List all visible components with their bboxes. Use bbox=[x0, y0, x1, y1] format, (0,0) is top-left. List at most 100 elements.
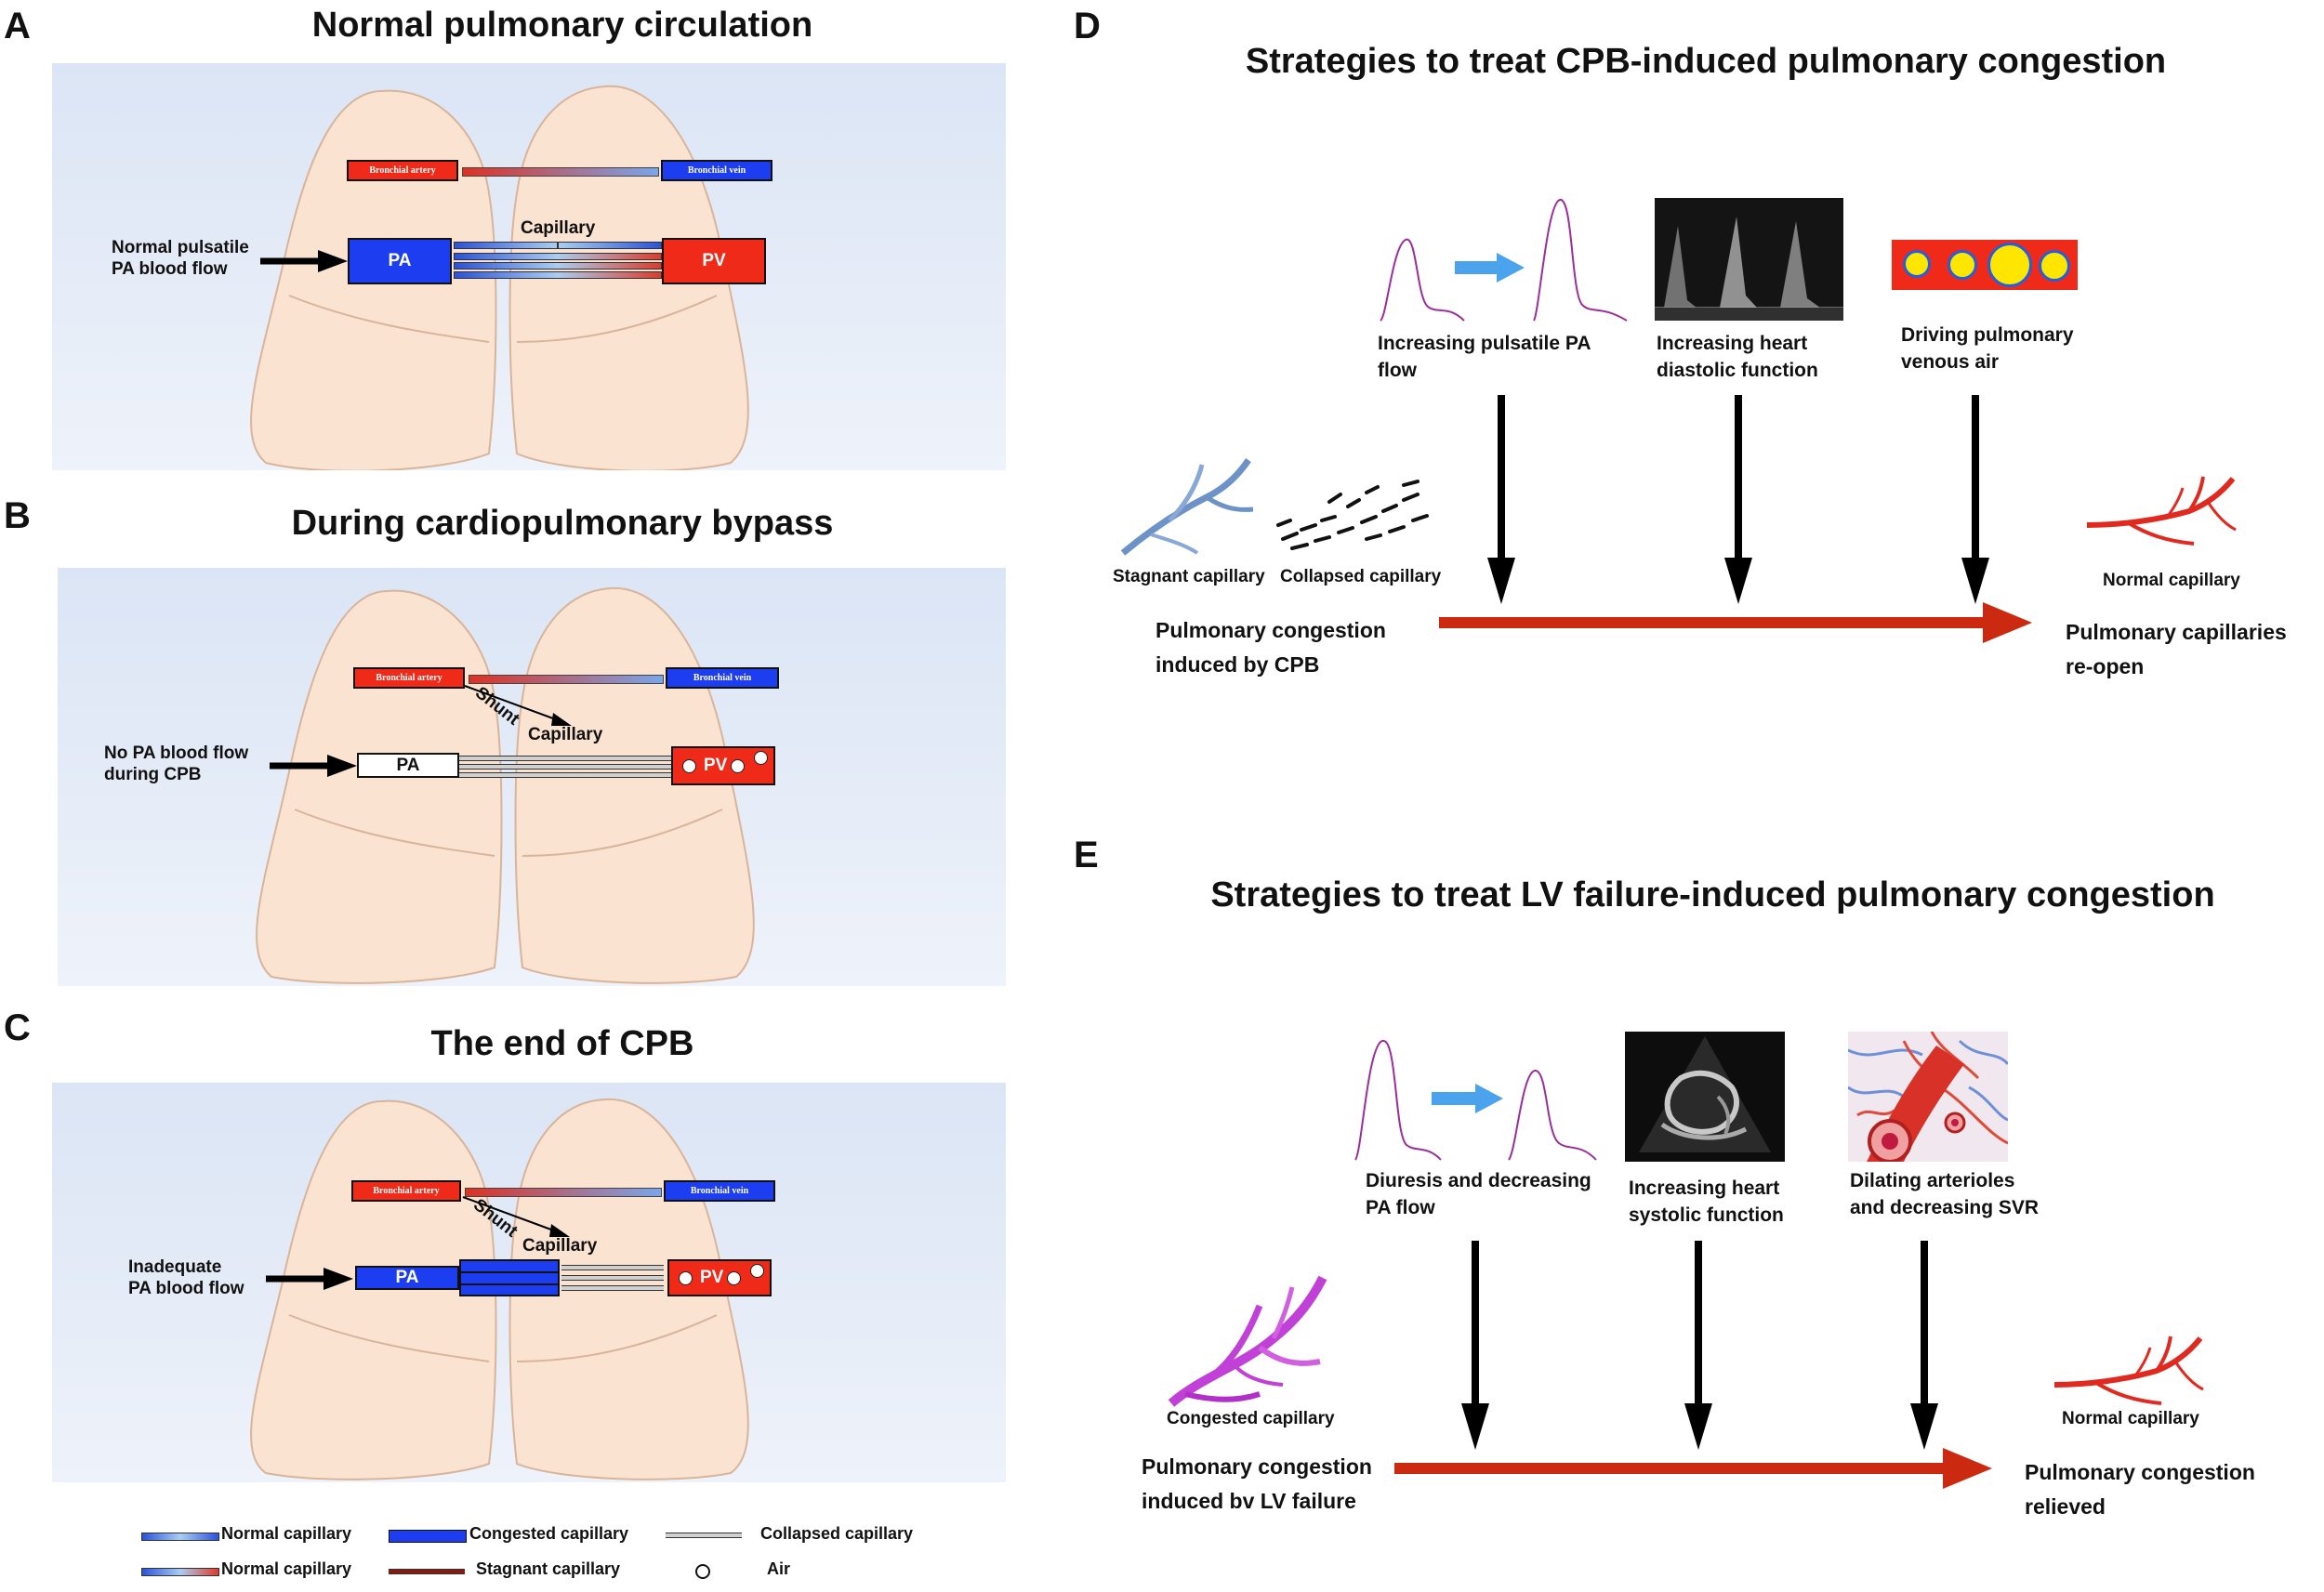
panel-b-pa-box: PA bbox=[357, 753, 459, 778]
panel-b-flow-line2: during CPB bbox=[104, 764, 202, 784]
panel-d-strategy-3-line2: venous air bbox=[1901, 351, 2000, 374]
panel-d-normal-capillary-image bbox=[2086, 476, 2237, 546]
panel-e-strategy-3-line2: and decreasing SVR bbox=[1850, 1197, 2040, 1219]
panel-a-flow-label: Normal pulsatile PA blood flow bbox=[112, 238, 249, 281]
legend-swatch-normal-2 bbox=[141, 1568, 219, 1576]
panel-d-down-arrows bbox=[1487, 395, 1989, 604]
panel-c-air-bubble bbox=[679, 1270, 693, 1285]
panel-d-start-label: Pulmonary congestion induced by CPB bbox=[1155, 613, 1386, 682]
panel-e-end-line2: relieved bbox=[2025, 1493, 2106, 1519]
panel-e-strategy-1-line1: Diuresis and decreasing bbox=[1366, 1170, 1591, 1191]
panel-c-flow-line2: PA blood flow bbox=[128, 1278, 244, 1298]
panel-d-strategy-1: Increasing pulsatile PA flow bbox=[1378, 330, 1591, 385]
panel-d-normal-label: Normal capillary bbox=[2103, 571, 2240, 590]
panel-b-flow-arrow bbox=[270, 755, 357, 777]
panel-e-start-label: Pulmonary congestion induced bv LV failu… bbox=[1142, 1450, 1372, 1519]
panel-b-bronchial-vein: Bronchial vein bbox=[666, 667, 779, 689]
panel-a-letter: A bbox=[4, 6, 31, 46]
panel-b-flow-line1: No PA blood flow bbox=[104, 743, 249, 763]
panel-a-pv-box: PV bbox=[662, 238, 766, 284]
panel-b-shunt-arrow bbox=[464, 685, 572, 726]
panel-a-flow-line1: Normal pulsatile bbox=[112, 238, 249, 257]
panel-d-end-line1: Pulmonary capillaries bbox=[2066, 620, 2287, 644]
panel-e-echocardiogram-image bbox=[1625, 1032, 1785, 1162]
panel-c-letter: C bbox=[4, 1007, 31, 1048]
panel-e-end-label: Pulmonary congestion relieved bbox=[2025, 1455, 2255, 1524]
panel-a-flow-arrow bbox=[260, 250, 348, 272]
panel-a-bronchial-vessel bbox=[462, 167, 659, 177]
panel-a-flow-line2: PA blood flow bbox=[112, 258, 228, 279]
panel-e-strategy-2-line1: Increasing heart bbox=[1629, 1178, 1780, 1199]
panel-c-shunt-arrow bbox=[462, 1196, 570, 1237]
panel-d-end-label: Pulmonary capillaries re-open bbox=[2066, 615, 2287, 684]
panel-d-collapsed-label: Collapsed capillary bbox=[1280, 567, 1442, 586]
panel-c-pv-label: PV bbox=[700, 1268, 724, 1287]
panel-a-title: Normal pulmonary circulation bbox=[311, 6, 813, 45]
panel-e-strategy-3: Dilating arterioles and decreasing SVR bbox=[1850, 1167, 2039, 1222]
panel-c-congested-capillaries bbox=[459, 1259, 560, 1296]
panel-e-down-arrows bbox=[1461, 1241, 1938, 1450]
panel-d-end-line2: re-open bbox=[2066, 653, 2145, 678]
panel-e-strategy-1: Diuresis and decreasing PA flow bbox=[1366, 1167, 1591, 1222]
panel-a-capillary-bundle bbox=[454, 242, 662, 279]
panel-c-pa-box: PA bbox=[355, 1266, 459, 1290]
panel-b-lungs bbox=[256, 586, 755, 984]
panel-e-start-line1: Pulmonary congestion bbox=[1142, 1454, 1372, 1479]
legend-swatch-stagnant bbox=[389, 1569, 465, 1574]
panel-c-flow-arrow bbox=[266, 1268, 353, 1290]
panel-c-capillaries bbox=[459, 1259, 664, 1296]
panel-c-title: The end of CPB bbox=[430, 1024, 694, 1063]
panel-b-air-bubble bbox=[682, 758, 696, 773]
panel-e-red-arrow bbox=[1394, 1448, 1992, 1489]
panel-d-start-line1: Pulmonary congestion bbox=[1155, 618, 1386, 642]
panel-d-collapsed-capillary-image bbox=[1276, 480, 1429, 550]
panel-c-capillary-label: Capillary bbox=[522, 1236, 598, 1256]
legend-congested: Congested capillary bbox=[469, 1524, 629, 1543]
panel-b-capillary-label: Capillary bbox=[528, 725, 603, 744]
panel-c-flow-line1: Inadequate bbox=[128, 1257, 222, 1277]
panel-b-pv-label: PV bbox=[704, 756, 728, 775]
legend-collapsed: Collapsed capillary bbox=[760, 1524, 914, 1543]
panel-e-congested-label: Congested capillary bbox=[1167, 1409, 1335, 1428]
legend-swatch-collapsed bbox=[666, 1533, 742, 1538]
panel-b-air-bubble bbox=[754, 751, 768, 765]
panel-e-waveform-icon bbox=[1354, 1040, 1597, 1161]
panel-e-end-line1: Pulmonary congestion bbox=[2025, 1460, 2255, 1484]
panel-e-strategy-2: Increasing heart systolic function bbox=[1629, 1175, 1784, 1230]
panel-b-pv-box: PV bbox=[671, 746, 775, 785]
legend-stagnant: Stagnant capillary bbox=[476, 1559, 621, 1578]
legend-swatch-normal-1 bbox=[141, 1533, 219, 1541]
panel-e-congested-capillary-image bbox=[1168, 1275, 1327, 1407]
panel-d-venous-air-icon bbox=[1892, 240, 2078, 290]
legend-normal-1: Normal capillary bbox=[221, 1524, 352, 1543]
panel-d-strategy-2: Increasing heart diastolic function bbox=[1657, 330, 1818, 385]
panel-b-air-bubble bbox=[731, 758, 746, 773]
panel-d-title: Strategies to treat CPB-induced pulmonar… bbox=[1245, 42, 2167, 81]
panel-e-strategy-2-line2: systolic function bbox=[1629, 1204, 1784, 1227]
panel-d-strategy-2-line1: Increasing heart bbox=[1657, 333, 1808, 354]
panel-c-air-bubble bbox=[750, 1264, 764, 1278]
panel-e-normal-label: Normal capillary bbox=[2062, 1409, 2199, 1428]
panel-a-capillary-label: Capillary bbox=[521, 218, 596, 238]
panel-b-letter: B bbox=[4, 495, 31, 536]
legend-normal-2: Normal capillary bbox=[221, 1559, 352, 1578]
panel-d-waveform-icon bbox=[1380, 199, 1628, 322]
panel-d-strategy-2-line2: diastolic function bbox=[1657, 360, 1818, 382]
panel-d-letter: D bbox=[1074, 6, 1101, 46]
legend: Normal capillary Congested capillary Col… bbox=[0, 1515, 1023, 1589]
panel-d-strategy-1-line2: flow bbox=[1378, 360, 1417, 382]
panel-d-strategy-3: Driving pulmonary venous air bbox=[1901, 322, 2074, 376]
panel-b-flow-label: No PA blood flow during CPB bbox=[104, 743, 248, 786]
panel-a-bronchial-artery: Bronchial artery bbox=[347, 160, 458, 181]
panel-d-start-line2: induced by CPB bbox=[1155, 651, 1320, 677]
panel-e-start-line2: induced bv LV failure bbox=[1142, 1488, 1356, 1513]
panel-d-stagnant-capillary-image bbox=[1120, 458, 1254, 556]
panel-b-title: During cardiopulmonary bypass bbox=[291, 504, 834, 543]
panel-c-flow-label: Inadequate PA blood flow bbox=[128, 1257, 244, 1300]
panel-e-normal-capillary-image bbox=[2053, 1335, 2204, 1405]
panel-a-pa-box: PA bbox=[348, 238, 452, 284]
panel-b-bronchial-artery: Bronchial artery bbox=[353, 667, 465, 689]
panel-b-collapsed-capillaries bbox=[459, 754, 673, 778]
panel-c-pv-box: PV bbox=[667, 1259, 772, 1296]
panel-d-stagnant-label: Stagnant capillary bbox=[1113, 567, 1265, 586]
